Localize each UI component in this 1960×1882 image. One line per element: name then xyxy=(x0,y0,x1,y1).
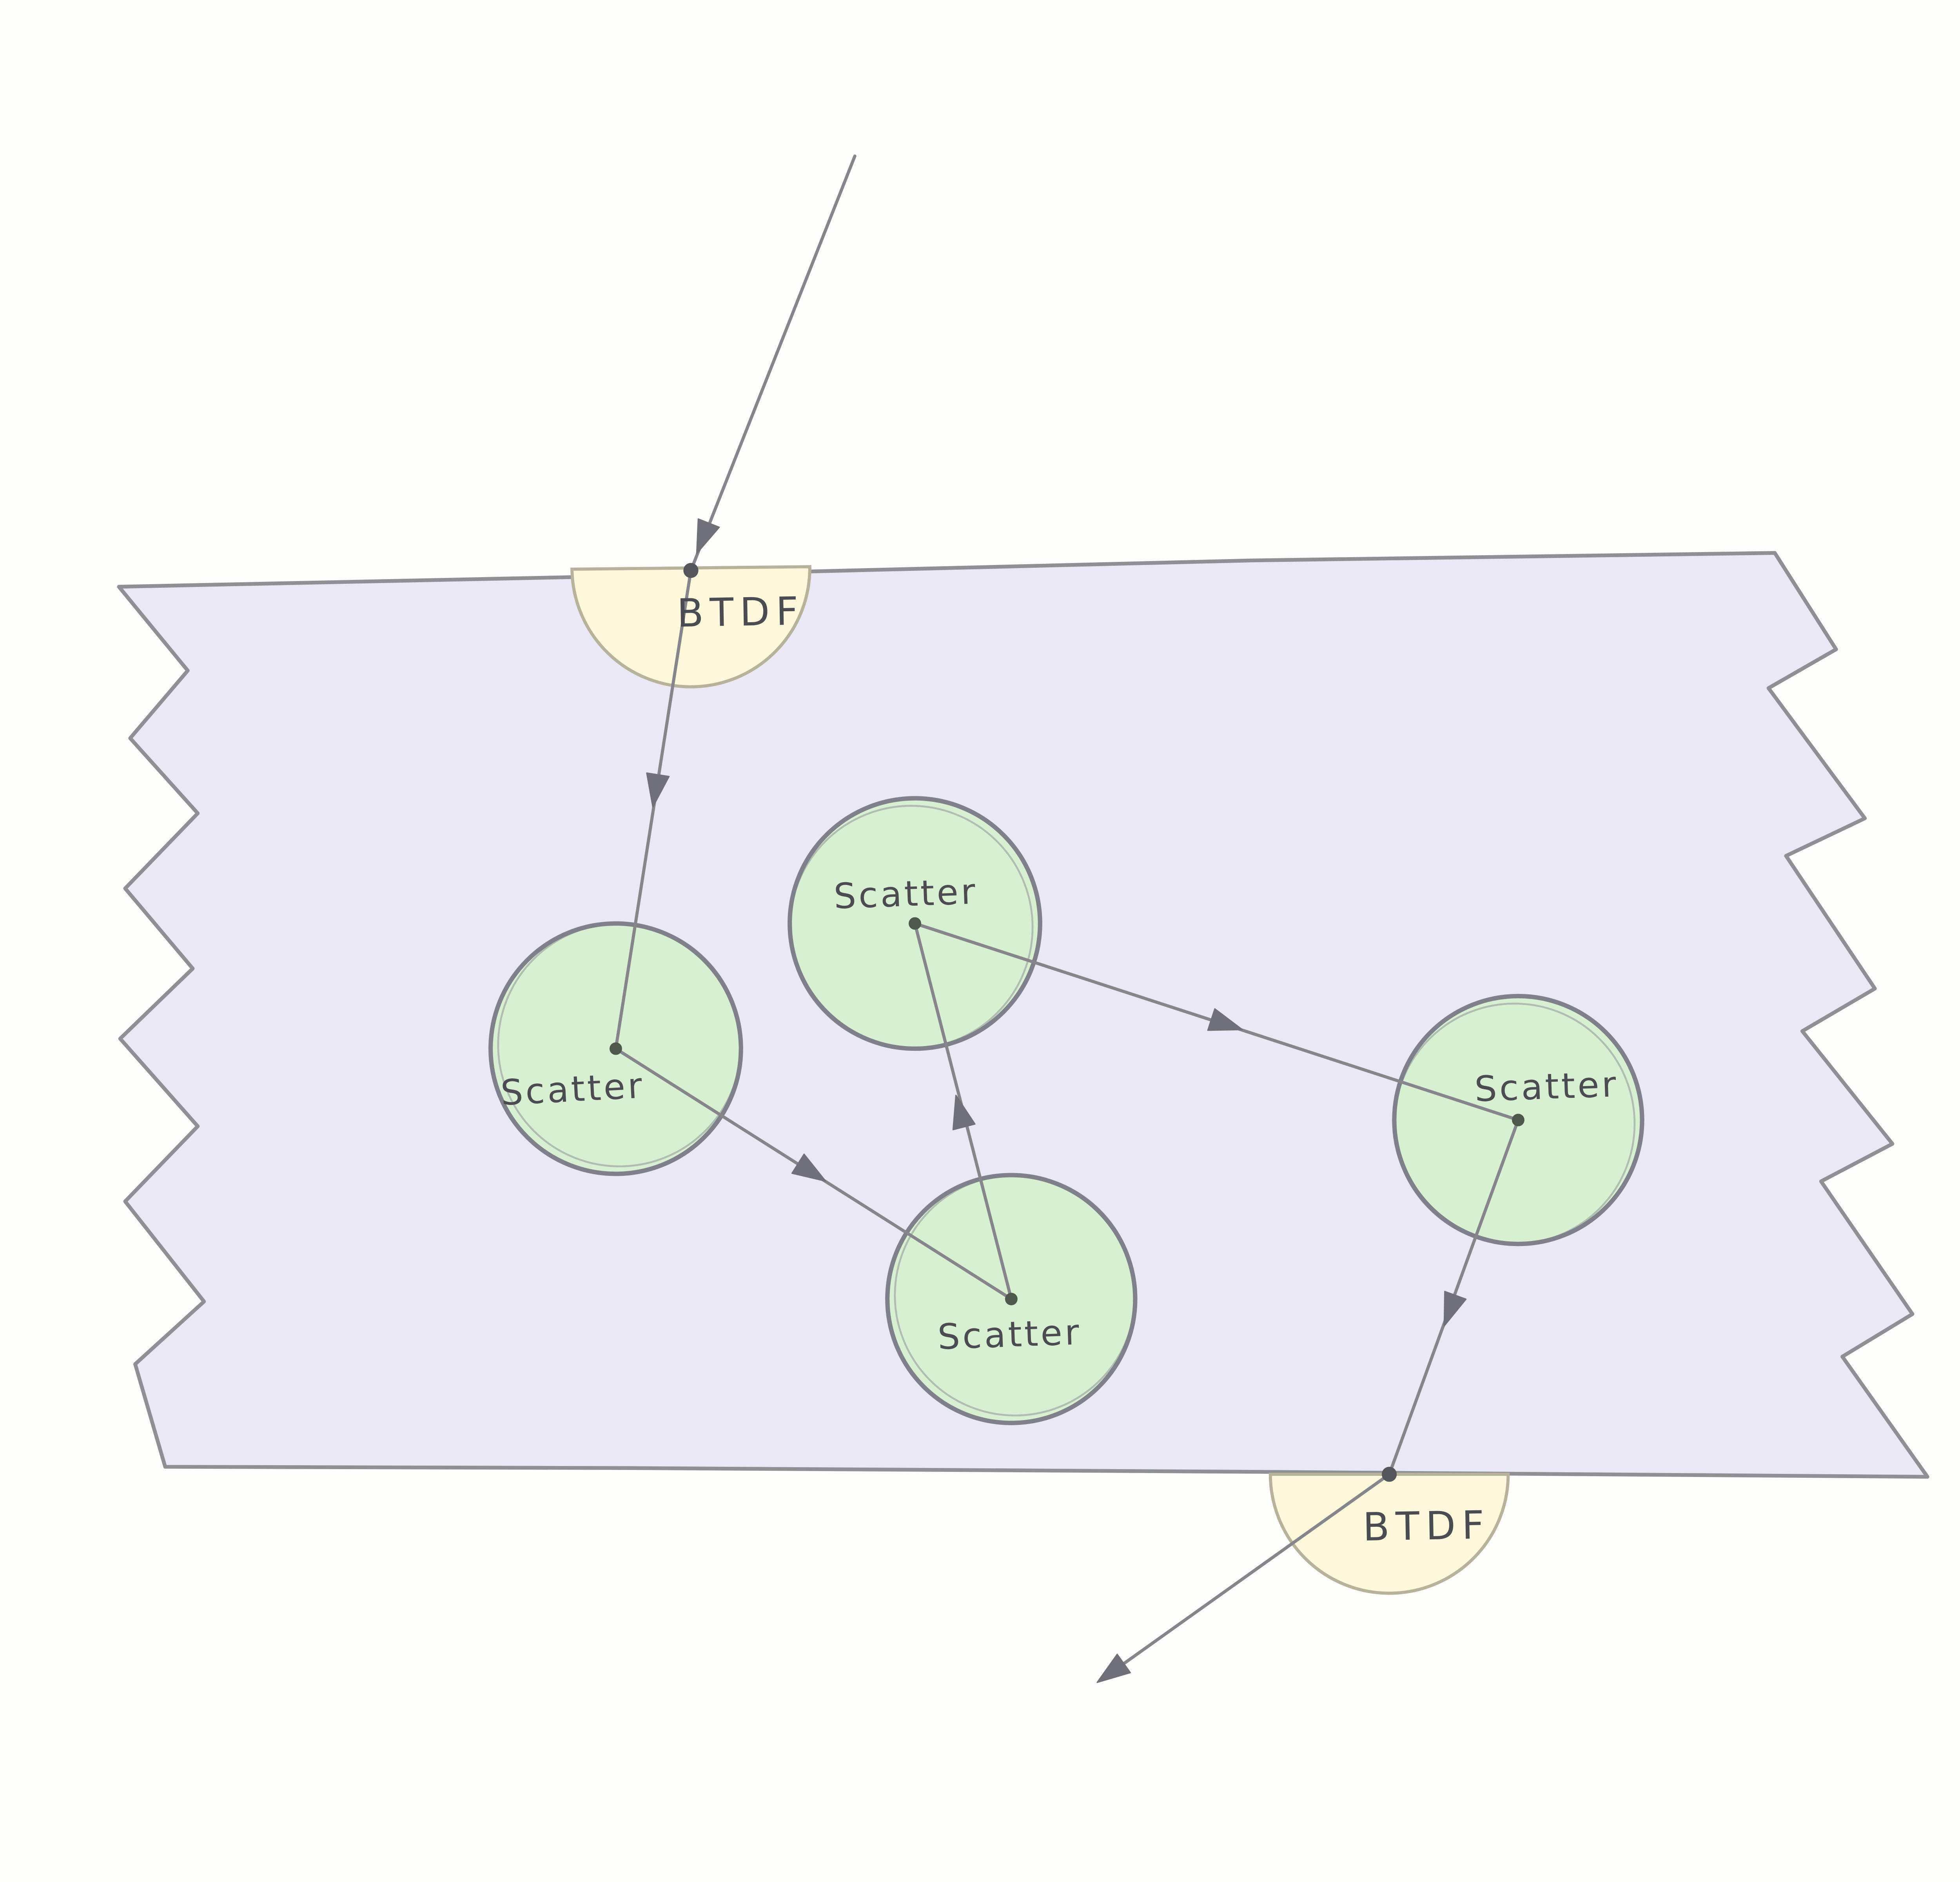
exit-ray xyxy=(1100,1473,1391,1681)
scatter3-label: Scatter xyxy=(937,1312,1082,1358)
arrowhead-scatter3-to-scatter2 xyxy=(952,1095,976,1130)
medium-slab xyxy=(117,551,1929,1479)
scatter2-label: Scatter xyxy=(833,871,978,917)
arrowhead-scatter1-to-scatter3 xyxy=(791,1154,826,1182)
incident-ray xyxy=(689,154,857,572)
arrowhead-exit-ray xyxy=(1096,1653,1131,1683)
scatter1-label: Scatter xyxy=(500,1065,646,1114)
scatter-circle-2-sketch-line xyxy=(789,805,1034,1050)
entry-btdf-lobe xyxy=(570,565,811,688)
scatter1-center-dot xyxy=(609,1042,622,1055)
scatter4-center-dot xyxy=(1512,1114,1524,1126)
scatter-circle-3-sketch-line xyxy=(894,1174,1136,1417)
exit-btdf-lobe xyxy=(1269,1473,1510,1595)
scatter-circle-1-sketch-line xyxy=(497,922,742,1168)
arrowhead-scatter2-to-scatter4 xyxy=(1207,1008,1243,1031)
arrowhead-entry-to-scatter1 xyxy=(646,772,670,808)
entry-point-dot xyxy=(683,563,699,578)
btdf-exit-label: BTDF xyxy=(1363,1502,1491,1550)
scatter3-center-dot xyxy=(1005,1293,1018,1306)
ray-entry-to-scatter1 xyxy=(614,569,693,1050)
exit-point-dot xyxy=(1381,1466,1397,1482)
scatter-circle-4-sketch-line xyxy=(1393,1003,1636,1245)
arrowhead-scatter4-to-exit xyxy=(1443,1291,1467,1327)
arrowhead-incident xyxy=(696,518,720,554)
scatter2-center-dot xyxy=(909,917,921,930)
scatter4-label: Scatter xyxy=(1474,1064,1619,1110)
btdf-entry-label: BTDF xyxy=(677,589,805,636)
